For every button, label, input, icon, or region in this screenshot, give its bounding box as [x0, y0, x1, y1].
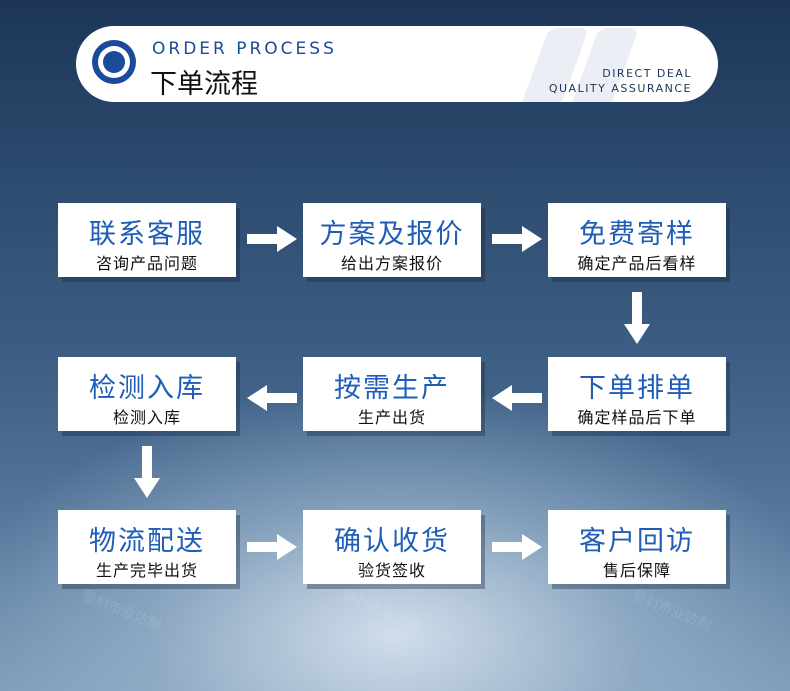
step-title: 按需生产: [334, 373, 450, 404]
step-title: 联系客服: [89, 219, 205, 250]
step-title: 检测入库: [89, 373, 205, 404]
arrow-right-icon: [492, 226, 542, 252]
step-inspect-storage: 检测入库 检测入库: [58, 357, 236, 431]
step-logistics: 物流配送 生产完毕出货: [58, 510, 236, 584]
watermark-text: 登封市业达耐: [79, 587, 164, 635]
arrow-left-icon: [492, 385, 542, 411]
watermark-text: 登封市业达耐: [339, 587, 424, 635]
step-subtitle: 确定产品后看样: [577, 254, 697, 273]
step-confirm-receipt: 确认收货 验货签收: [303, 510, 481, 584]
arrow-right-icon: [492, 534, 542, 560]
step-subtitle: 生产出货: [357, 408, 426, 427]
header-title-en: ORDER PROCESS: [152, 39, 337, 59]
step-contact-service: 联系客服 咨询产品问题: [58, 203, 236, 277]
step-title: 下单排单: [579, 373, 695, 404]
step-title: 方案及报价: [319, 219, 465, 250]
step-plan-quote: 方案及报价 给出方案报价: [303, 203, 481, 277]
step-title: 确认收货: [334, 526, 450, 557]
step-place-order: 下单排单 确定样品后下单: [548, 357, 726, 431]
step-subtitle: 售后保障: [602, 561, 671, 580]
header-slogan: DIRECT DEAL QUALITY ASSURANCE: [549, 66, 692, 96]
step-title: 客户回访: [579, 526, 695, 557]
header-title-zh: 下单流程: [150, 69, 258, 100]
step-subtitle: 检测入库: [112, 408, 181, 427]
step-subtitle: 确定样品后下单: [577, 408, 697, 427]
step-customer-followup: 客户回访 售后保障: [548, 510, 726, 584]
step-subtitle: 生产完毕出货: [95, 561, 198, 580]
arrow-down-icon: [624, 292, 650, 344]
slogan-line-2: QUALITY ASSURANCE: [548, 82, 692, 95]
arrow-right-icon: [247, 534, 297, 560]
step-subtitle: 咨询产品问题: [95, 254, 198, 273]
arrow-left-icon: [247, 385, 297, 411]
step-title: 物流配送: [89, 526, 205, 557]
arrow-down-icon: [134, 446, 160, 498]
step-subtitle: 验货签收: [357, 561, 426, 580]
step-produce: 按需生产 生产出货: [303, 357, 481, 431]
slogan-line-1: DIRECT DEAL: [602, 67, 692, 80]
header-banner: ORDER PROCESS 下单流程 DIRECT DEAL QUALITY A…: [76, 26, 718, 102]
logo-icon: [92, 40, 136, 84]
step-title: 免费寄样: [579, 219, 695, 250]
watermark-text: 登封市业达耐: [629, 587, 714, 635]
step-subtitle: 给出方案报价: [340, 254, 443, 273]
step-free-sample: 免费寄样 确定产品后看样: [548, 203, 726, 277]
arrow-right-icon: [247, 226, 297, 252]
